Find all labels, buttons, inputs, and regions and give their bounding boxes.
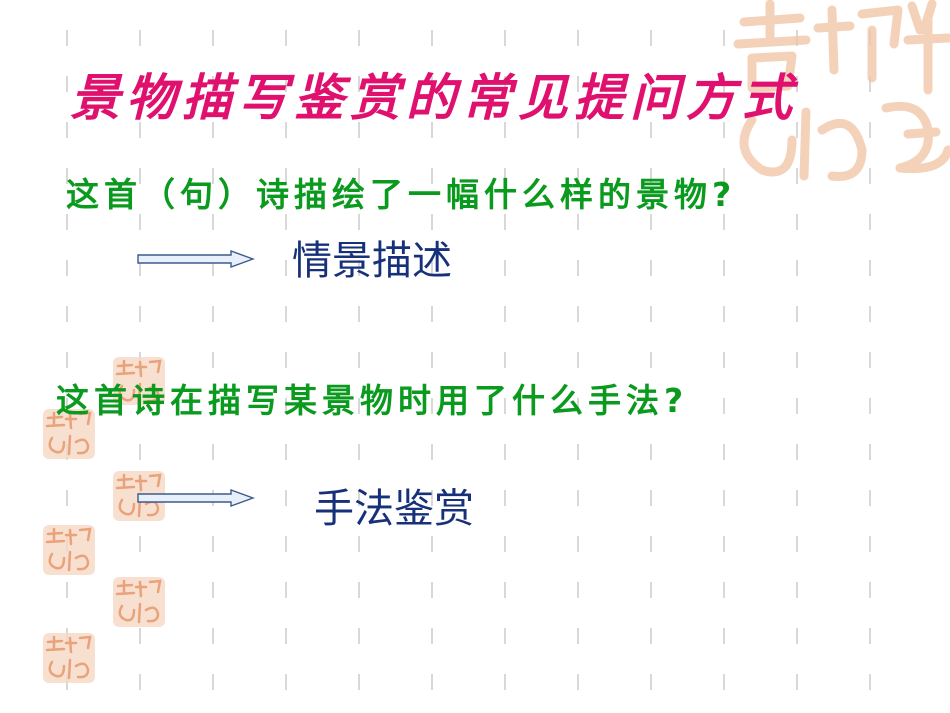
auspicious-seal-icon [113, 577, 165, 627]
guide-line [431, 30, 433, 713]
guide-line [285, 30, 287, 713]
guide-line [139, 30, 141, 713]
right-arrow-icon [137, 250, 255, 268]
right-arrow-icon [137, 489, 255, 507]
guide-line [796, 30, 798, 713]
answer-scene-description: 情景描述 [292, 238, 452, 284]
guide-line [869, 30, 871, 713]
guide-line [358, 30, 360, 713]
question-technique: 这首诗在描写某景物时用了什么手法? [56, 381, 689, 420]
guide-line [723, 30, 725, 713]
guide-line [66, 30, 68, 713]
guide-line [650, 30, 652, 713]
auspicious-seal-icon [43, 633, 95, 683]
answer-technique-appreciation: 手法鉴赏 [314, 486, 474, 532]
guide-line [577, 30, 579, 713]
guide-line [504, 30, 506, 713]
guide-line [212, 30, 214, 713]
question-description: 这首（句）诗描绘了一幅什么样的景物? [66, 175, 737, 214]
slide-title: 景物描写鉴赏的常见提问方式 [70, 68, 798, 127]
auspicious-seal-icon [43, 525, 95, 575]
